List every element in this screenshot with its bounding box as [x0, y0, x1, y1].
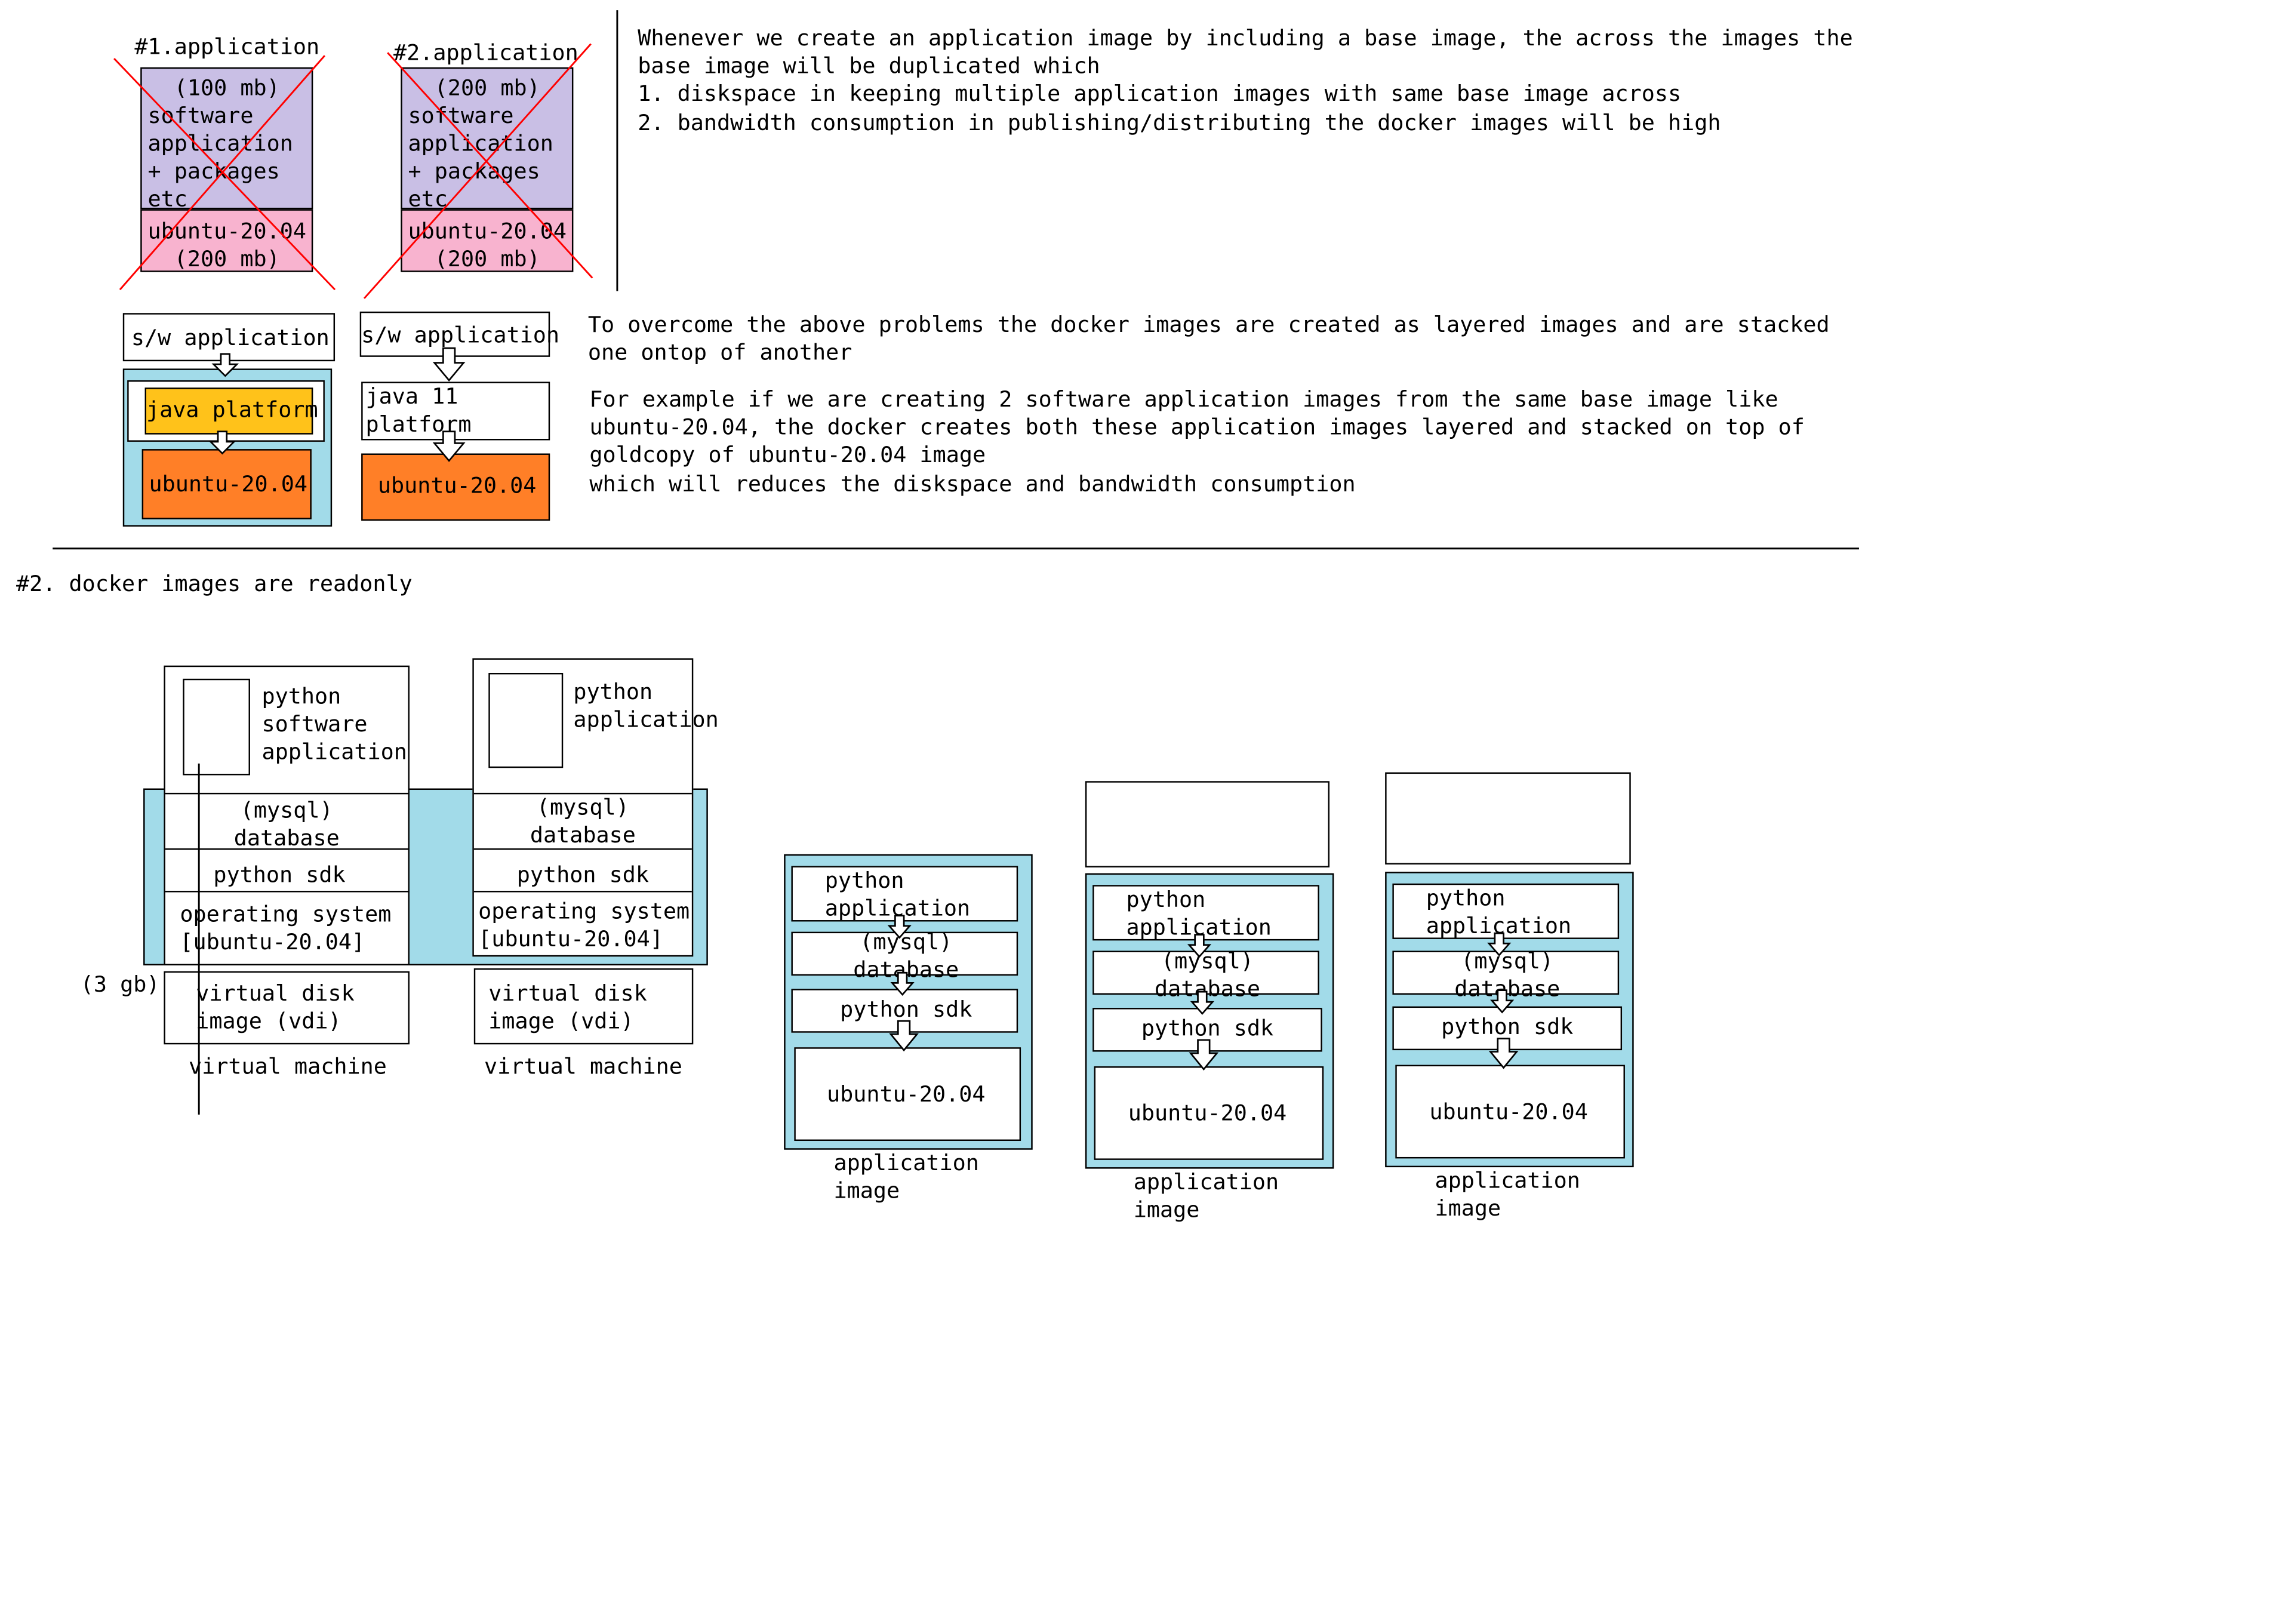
- layered-right-app-label: s/w application: [361, 322, 560, 349]
- stack2-app-box: python application: [1092, 885, 1319, 941]
- stack3-caption: application image: [1435, 1167, 1580, 1222]
- vm2-app-label: python application: [573, 678, 719, 733]
- stack3-os-label: ubuntu-20.04: [1429, 1098, 1588, 1125]
- stack2-sdk-label: python sdk: [1141, 1015, 1274, 1042]
- vm2-divider-1: [473, 792, 692, 795]
- vm2-vdi-label: virtual disk image (vdi): [488, 980, 647, 1035]
- stack2-db-label: (mysql) database: [1154, 947, 1260, 1002]
- app2-ubuntu-text: ubuntu-20.04 (200 mb): [408, 218, 567, 272]
- duplication-paragraph: Whenever we create an application image …: [638, 24, 1853, 136]
- stack2-sdk-box: python sdk: [1092, 1008, 1322, 1052]
- layered-right-os-box: ubuntu-20.04: [361, 453, 550, 521]
- stack1-caption: application image: [833, 1149, 979, 1204]
- layered-left-app-label: s/w application: [131, 324, 330, 351]
- app1-ubuntu-text: ubuntu-20.04 (200 mb): [147, 218, 306, 272]
- stack2-db-box: (mysql) database: [1092, 948, 1319, 1002]
- stack3-os-box: ubuntu-20.04: [1395, 1065, 1625, 1159]
- layered-left-java-box: java platform: [144, 387, 318, 435]
- vm1-sdk-label: python sdk: [213, 862, 346, 888]
- stack2-empty-top-box: [1085, 781, 1330, 867]
- vm2-divider-3: [473, 891, 692, 893]
- vm2-caption: virtual machine: [484, 1053, 682, 1080]
- vm1-app-label: python software application: [261, 683, 407, 765]
- vm2-db-label: (mysql) database: [530, 794, 636, 848]
- layered-left-os-box: ubuntu-20.04: [141, 449, 312, 519]
- app2-software-text: (200 mb) software application + packages…: [408, 74, 553, 213]
- vm1-divider-3: [165, 891, 408, 893]
- app1-software-text: (100 mb) software application + packages…: [147, 74, 293, 213]
- layered-right-os-label: ubuntu-20.04: [377, 472, 537, 499]
- vm1-stack: python software application (mysql) data…: [164, 665, 410, 965]
- layered-left-os-label: ubuntu-20.04: [149, 470, 307, 497]
- stack2-os-box: ubuntu-20.04: [1094, 1066, 1324, 1160]
- stack3-empty-top-box: [1385, 772, 1631, 865]
- example-paragraph: For example if we are creating 2 softwar…: [589, 386, 1805, 497]
- layered-right-java-box: java 11 platform: [361, 382, 550, 441]
- stack3-app-label: python application: [1426, 885, 1572, 939]
- stack3-app-box: python application: [1392, 883, 1620, 939]
- vm1-app-placeholder-box: [183, 678, 250, 776]
- stack3-sdk-label: python sdk: [1441, 1013, 1574, 1040]
- stack1-db-box: (mysql) database: [791, 929, 1018, 983]
- app1-ubuntu-layer: ubuntu-20.04 (200 mb): [140, 209, 313, 272]
- vm2-app-placeholder-box: [488, 673, 564, 768]
- app2-title: #2.application: [393, 39, 578, 66]
- stack3-db-label: (mysql) database: [1454, 947, 1561, 1002]
- vm2-stack: python application (mysql) database pyth…: [472, 658, 719, 957]
- stack1-os-label: ubuntu-20.04: [827, 1081, 986, 1107]
- layered-left-java-label: java platform: [146, 396, 318, 423]
- stack1-sdk-label: python sdk: [840, 996, 972, 1023]
- vm1-caption: virtual machine: [189, 1053, 387, 1080]
- stack1-sdk-box: python sdk: [791, 989, 1018, 1033]
- vm1-os-label: operating system [ubuntu-20.04]: [180, 901, 392, 955]
- app1-software-layer: (100 mb) software application + packages…: [140, 67, 313, 212]
- stack2-app-label: python application: [1126, 886, 1272, 941]
- layered-left-app-box: s/w application: [122, 313, 336, 362]
- stack3-db-box: (mysql) database: [1392, 948, 1620, 1002]
- layered-right-java-label: java 11 platform: [365, 383, 472, 438]
- stack2-os-label: ubuntu-20.04: [1128, 1100, 1287, 1127]
- stack1-os-box: ubuntu-20.04: [794, 1047, 1021, 1141]
- vm1-divider-2: [165, 848, 408, 850]
- stack1-app-box: python application: [791, 866, 1018, 922]
- overcome-paragraph: To overcome the above problems the docke…: [587, 311, 1830, 366]
- stack3-sdk-box: python sdk: [1392, 1006, 1623, 1051]
- app1-title: #1.application: [134, 33, 320, 60]
- app2-software-layer: (200 mb) software application + packages…: [401, 67, 574, 212]
- stack1-db-label: (mysql) database: [853, 928, 959, 983]
- vm1-size-label: (3 gb): [80, 971, 160, 998]
- stack1-app-label: python application: [824, 867, 971, 922]
- stack2-caption: application image: [1133, 1168, 1279, 1223]
- vm1-vdi-box: virtual disk image (vdi): [164, 971, 410, 1045]
- vm1-db-label: (mysql) database: [233, 797, 340, 851]
- vm1-divider-1: [165, 792, 408, 795]
- layered-right-app-box: s/w application: [359, 311, 560, 357]
- vm2-os-label: operating system [ubuntu-20.04]: [478, 898, 690, 952]
- vm2-divider-2: [473, 848, 692, 850]
- vm2-vdi-box: virtual disk image (vdi): [473, 968, 694, 1045]
- vm2-sdk-label: python sdk: [516, 862, 649, 888]
- section2-heading: #2. docker images are readonly: [16, 570, 413, 597]
- app2-ubuntu-layer: ubuntu-20.04 (200 mb): [401, 209, 574, 272]
- vm1-vdi-label: virtual disk image (vdi): [196, 980, 355, 1035]
